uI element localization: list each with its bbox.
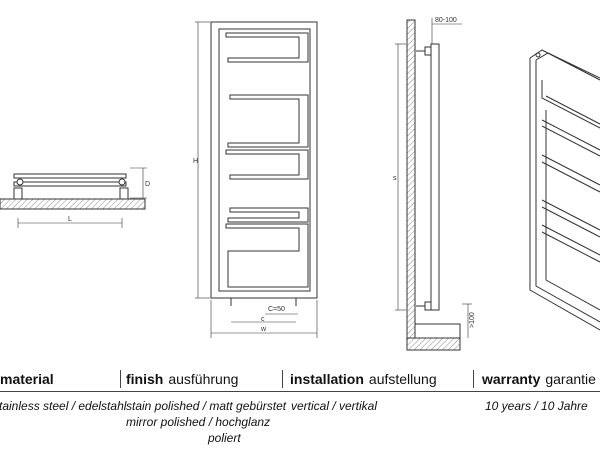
column-divider: [120, 370, 121, 388]
side-view-drawing: [395, 18, 472, 351]
finish-value-3: poliert: [208, 431, 241, 445]
finish-label: finish: [126, 371, 164, 387]
material-label: material: [0, 371, 54, 387]
column-divider: [473, 370, 474, 388]
top-view-drawing: [0, 167, 147, 228]
floor-distance-label: >100: [469, 312, 476, 328]
header-rule: [0, 391, 600, 392]
finish-label-de: ausführung: [168, 371, 239, 387]
depth-label: D: [145, 181, 150, 188]
wall-distance-label: 80-100: [435, 17, 457, 24]
finish-value-2: mirror polished / hochglanz: [126, 415, 271, 429]
centers-label: c: [261, 316, 265, 323]
installation-label: installation: [290, 371, 364, 387]
perspective-view-drawing: [529, 49, 600, 331]
front-view-drawing: [195, 21, 318, 338]
material-header: material: [0, 368, 54, 390]
installation-label-de: aufstellung: [368, 371, 437, 387]
warranty-value: 10 years / 10 Jahre: [485, 399, 588, 413]
length-label: L: [68, 216, 72, 223]
height-label: H: [193, 158, 198, 165]
installation-value: vertical / vertikal: [291, 399, 378, 413]
warranty-label: warranty: [482, 371, 541, 387]
finish-value-1: stain polished / matt gebürstet: [126, 399, 287, 413]
width-label: w: [260, 326, 267, 333]
warranty-label-de: garantie: [545, 371, 596, 387]
height-s-label: s: [393, 175, 397, 182]
pipe-centers-label: C=50: [268, 306, 285, 313]
column-divider: [282, 370, 283, 388]
material-value: stainless steel / edelstahl: [0, 399, 127, 413]
technical-drawings: L D H C=50 c w: [0, 17, 600, 351]
